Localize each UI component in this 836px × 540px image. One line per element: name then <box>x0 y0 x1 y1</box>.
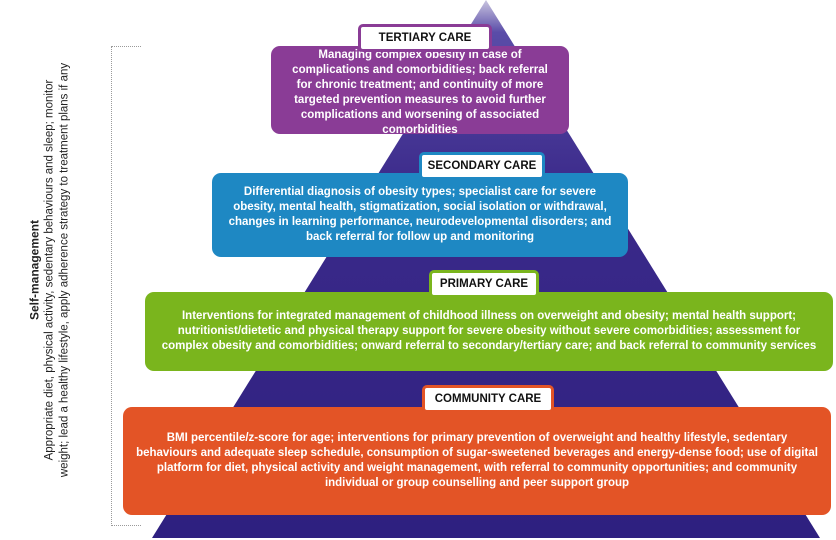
secondary-care-label: SECONDARY CARE <box>419 152 545 180</box>
tertiary-care-text: Managing complex obesity in case of comp… <box>292 49 548 136</box>
primary-care-label: PRIMARY CARE <box>429 270 539 298</box>
tertiary-care-box: Managing complex obesity in case of comp… <box>271 46 569 136</box>
secondary-care-box: Differential diagnosis of obesity types;… <box>212 173 628 257</box>
self-management-panel: Self-management Appropriate diet, physic… <box>28 60 73 480</box>
community-care-text: BMI percentile/z-score for age; interven… <box>136 432 818 489</box>
pyramid-shape <box>152 0 820 538</box>
self-management-title: Self-management <box>27 219 42 321</box>
primary-care-box: Interventions for integrated management … <box>145 292 833 371</box>
community-care-box: BMI percentile/z-score for age; interven… <box>123 407 831 515</box>
self-management-text: Appropriate diet, physical activity, sed… <box>43 62 71 478</box>
secondary-care-text: Differential diagnosis of obesity types;… <box>228 186 612 243</box>
tertiary-care-label: TERTIARY CARE <box>358 24 492 52</box>
primary-care-text: Interventions for integrated management … <box>161 310 817 352</box>
self-management-bracket <box>111 46 141 526</box>
community-care-label: COMMUNITY CARE <box>422 385 554 413</box>
